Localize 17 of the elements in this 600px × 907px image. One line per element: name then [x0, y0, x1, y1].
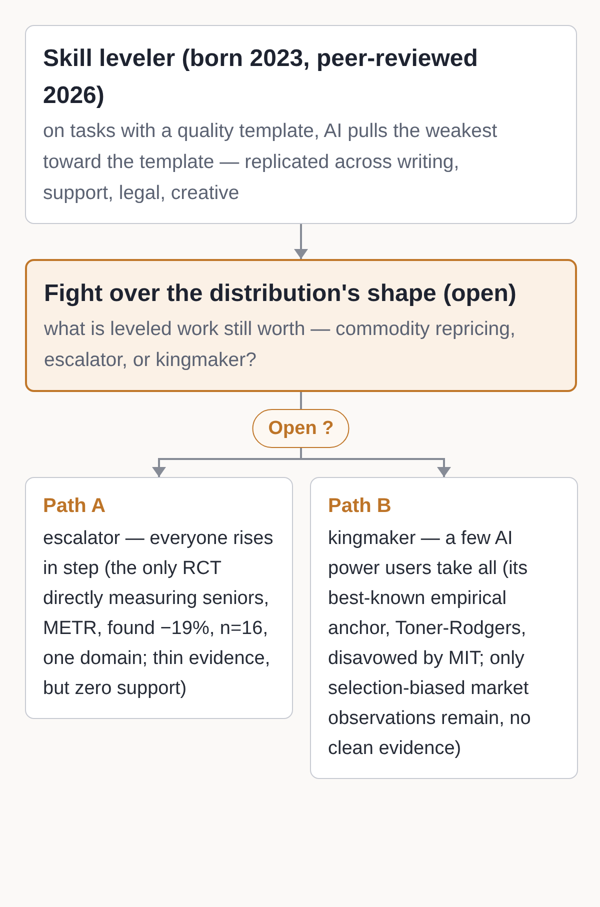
path-card	[310, 477, 578, 779]
decision-label: Open ?	[268, 416, 334, 440]
decision-pill	[252, 409, 350, 448]
arrow	[300, 448, 451, 477]
connector-line	[300, 392, 302, 409]
path-heading: Path A	[43, 494, 107, 519]
arrow	[294, 224, 308, 259]
box-description: what is leveled work still worth — commodity repricing, escalator, or kingmaker?	[44, 317, 516, 373]
path-heading: Path B	[328, 494, 392, 519]
process-box	[25, 25, 577, 224]
path-description: kingmaker — a few AI power users take all (its best-known empirical anchor, Toner-Rodgers, disavowed by MIT; only selection-biased market observations remain, no clean evidence)	[328, 527, 532, 761]
box-title: Fight over the distribution's shape (open)	[44, 279, 518, 309]
path-description: escalator — everyone rises in step (the only RCT directly measuring seniors, METR, found −19%, n=16, one domain; thin evidence, but zero support)	[43, 527, 274, 701]
path-card	[25, 477, 293, 719]
highlighted-box	[25, 259, 577, 392]
box-description: on tasks with a quality template, AI pulls the weakest toward the template — replicated across writing, support, legal, creative	[43, 119, 498, 206]
box-title: Skill leveler (born 2023, peer-reviewed 2026)	[43, 44, 479, 111]
